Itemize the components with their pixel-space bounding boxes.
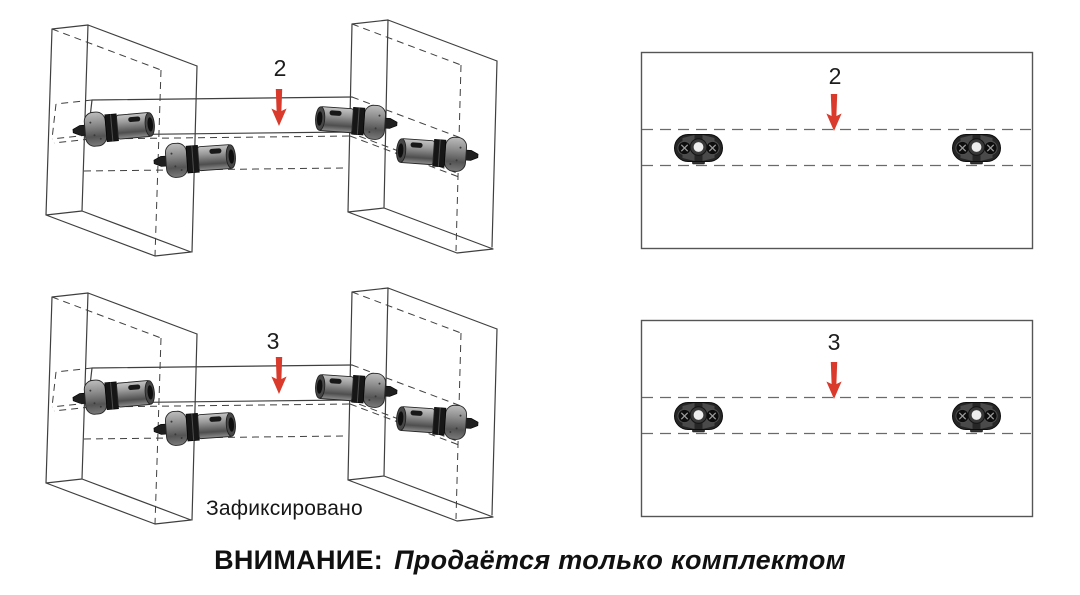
iso-step3-diagram [46, 288, 497, 524]
step3-number-front: 3 [827, 329, 841, 355]
step3-number-iso: 3 [266, 328, 280, 354]
step2-number-front: 2 [828, 63, 842, 89]
step2-number-iso: 2 [273, 55, 287, 81]
locked-status-caption: Зафиксировано [206, 497, 363, 520]
notice-message: Продаётся только комплектом [394, 545, 846, 575]
notice-label: ВНИМАНИЕ: [214, 545, 384, 575]
notice-line: ВНИМАНИЕ: Продаётся только комплектом [150, 545, 910, 576]
